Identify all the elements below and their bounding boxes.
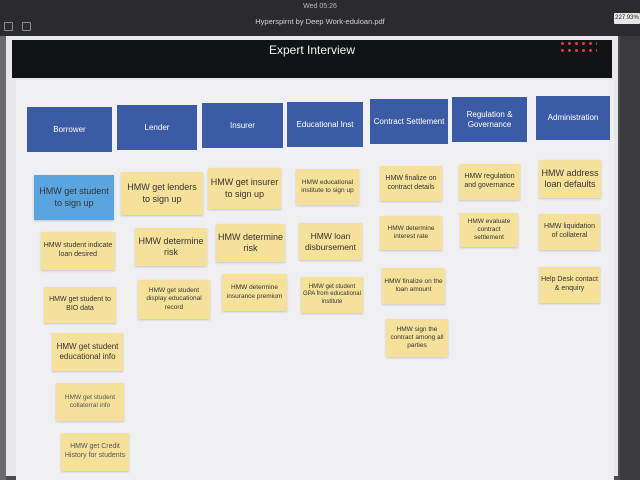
sticky-note[interactable]: HMW evaluate contract settlement [460, 213, 518, 247]
column-header-lender: Lender [117, 105, 197, 150]
pdf-viewer-titlebar [0, 0, 640, 36]
sticky-note[interactable]: HMW sign the contract among all parties [386, 319, 448, 357]
red-dots-logo-icon [559, 40, 597, 54]
sticky-note[interactable]: HMW liquidation of collateral [539, 214, 600, 250]
slide-title: Expert Interview [268, 43, 356, 57]
sticky-note[interactable]: HMW get student display educational reco… [138, 280, 210, 319]
column-header-borrower: Borrower [27, 107, 112, 152]
sticky-note[interactable]: HMW get student collaterral info [56, 383, 124, 421]
sticky-note[interactable]: HMW determine risk [216, 224, 285, 262]
window-title: Hyperspirnt by Deep Work-eduloan.pdf [255, 17, 385, 26]
sticky-note[interactable]: HMW finalize on contract details [380, 166, 442, 201]
left-bezel [0, 36, 6, 480]
sticky-note[interactable]: HMW loan disbursement [299, 223, 362, 260]
sticky-note[interactable]: HMW get lenders to sign up [121, 172, 203, 215]
column-header-insurer: Insurer [202, 103, 283, 148]
sticky-note[interactable]: HMW address loan defaults [539, 160, 601, 198]
sidebar-toggle-icon[interactable] [4, 22, 13, 31]
document-icon[interactable] [22, 22, 31, 31]
sticky-note[interactable]: HMW regulation and governance [459, 164, 520, 200]
sticky-note[interactable]: HMW determine insurance premium [222, 274, 287, 311]
sticky-note[interactable]: HMW get student educational info [52, 333, 123, 371]
column-header-administration: Administration [536, 96, 610, 140]
sticky-note[interactable]: HMW get Credit History for students [61, 433, 129, 471]
sticky-note[interactable]: HMW educational institute to sign up [296, 169, 359, 205]
sticky-note[interactable]: Help Desk contact & enquiry [539, 267, 600, 303]
sticky-note[interactable]: HMW get student to BIO data [44, 287, 116, 323]
column-header-regulation-governance: Regulation & Governance [452, 97, 527, 142]
right-bezel [620, 36, 640, 480]
slide-header: Expert Interview [12, 40, 612, 78]
sticky-note[interactable]: HMW get student GPA from educational ins… [301, 277, 363, 313]
zoom-level[interactable]: 227.93% [614, 13, 640, 24]
sticky-note[interactable]: HMW determine risk [135, 228, 207, 266]
status-clock: Wed 05:26 [303, 3, 337, 10]
sticky-note[interactable]: HMW get insurer to sign up [208, 168, 281, 209]
sticky-note[interactable]: HMW determine interest rate [380, 216, 442, 250]
sticky-note[interactable]: HMW finalize on the loan amount [382, 268, 445, 304]
sticky-note[interactable]: HMW get student to sign up [34, 175, 114, 220]
column-header-educational-inst: Educational Inst [287, 102, 363, 147]
sticky-note[interactable]: HMW student indicate loan desired [41, 232, 115, 270]
column-header-contract-settlement: Contract Settlement [370, 99, 448, 144]
